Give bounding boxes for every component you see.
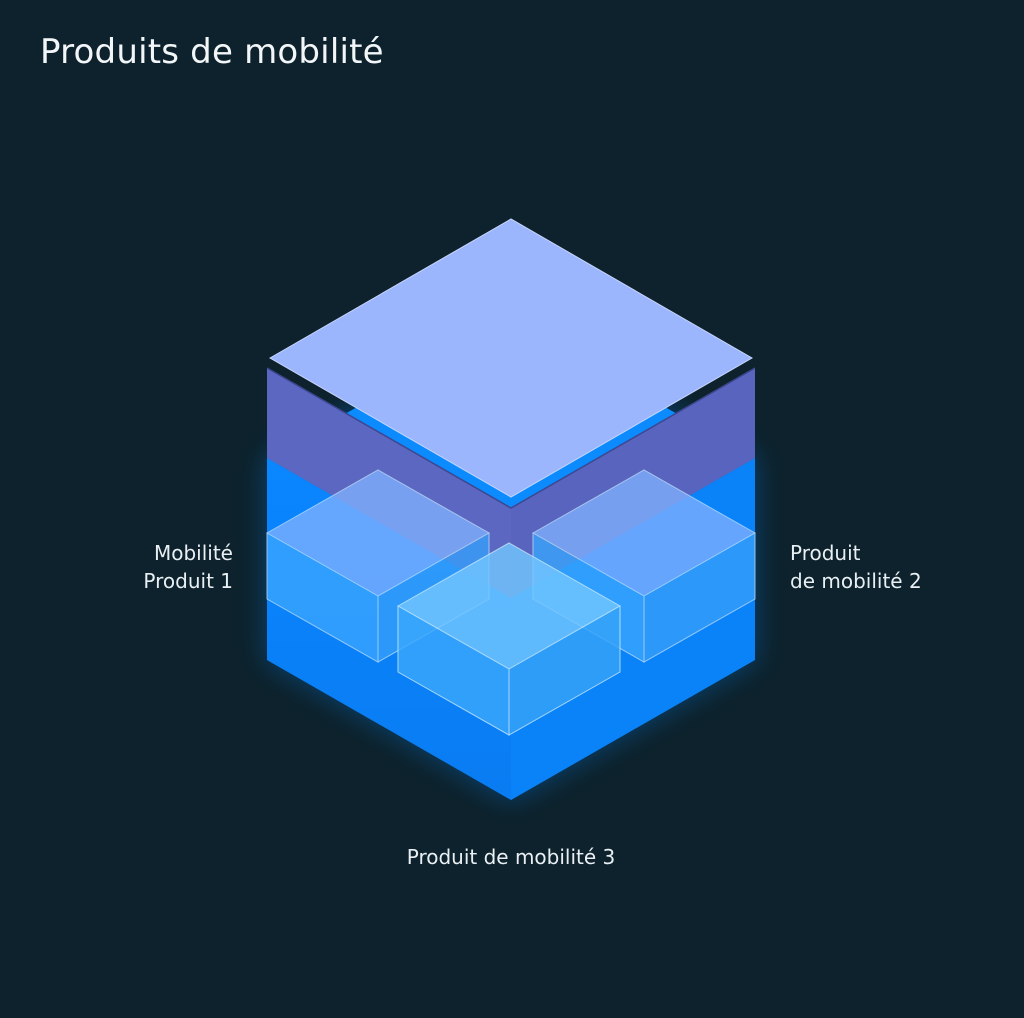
label-line: de mobilité 2	[790, 569, 922, 593]
module-2-right-face	[643, 532, 756, 663]
top-layer	[268, 218, 754, 498]
label-line: Mobilité	[153, 541, 233, 565]
label-mobility-product-3: Produit de mobilité 3	[406, 845, 616, 869]
module-3	[396, 542, 622, 736]
page-title: Produits de mobilité	[40, 32, 384, 72]
label-mobility-product-1: Mobilité Produit 1	[143, 539, 233, 595]
label-line: Produit 1	[143, 569, 233, 593]
middle-layer-edge	[266, 367, 756, 509]
label-line: Produit	[790, 541, 861, 565]
label-mobility-product-2: Produit de mobilité 2	[790, 539, 922, 595]
module-3-right-face	[508, 605, 621, 736]
top-layer-top-face	[268, 218, 754, 498]
